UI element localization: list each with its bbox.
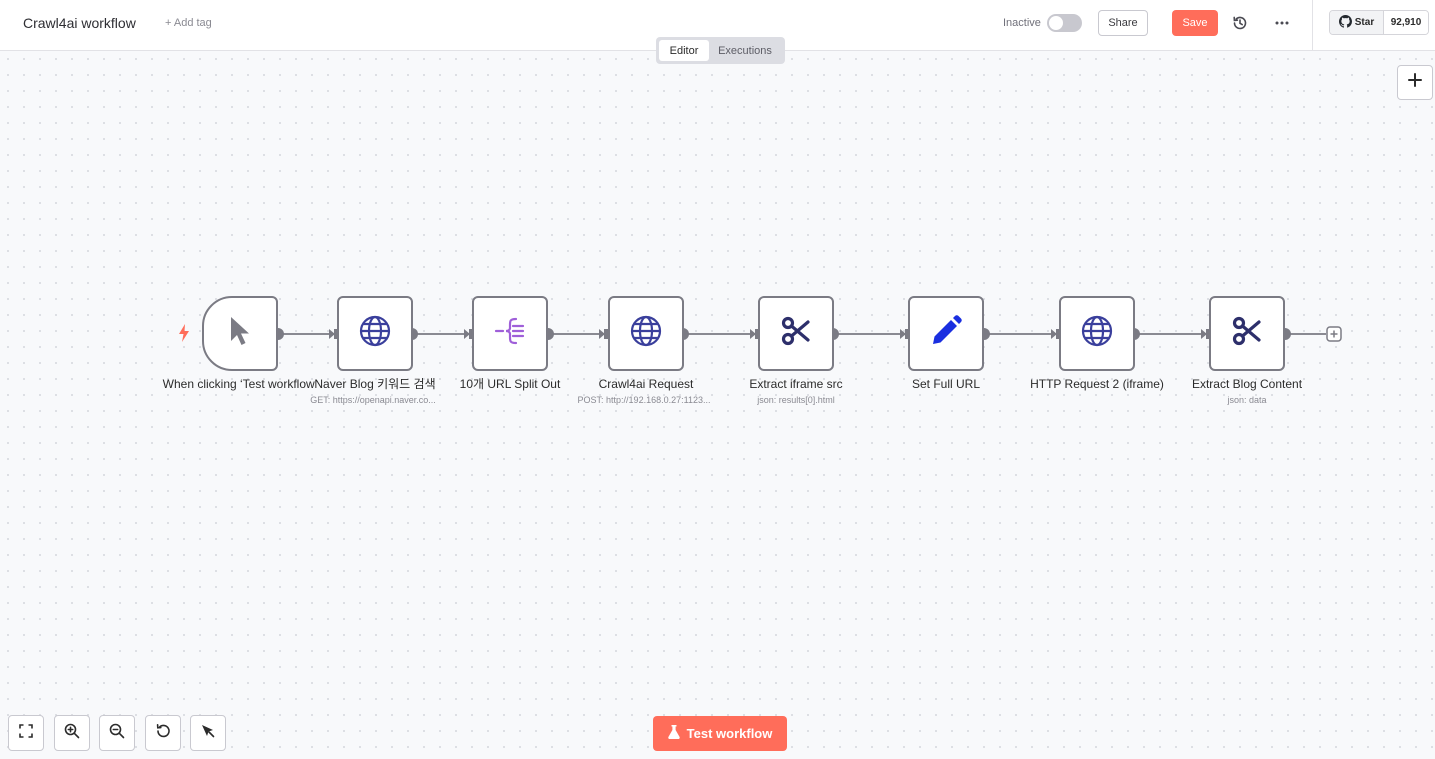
tab-editor[interactable]: Editor <box>659 40 709 61</box>
node-label: 10개 URL Split Out <box>459 377 561 391</box>
zoom-in-button[interactable] <box>54 715 90 751</box>
github-star-label: Star <box>1354 17 1375 28</box>
github-star-count: 92,910 <box>1384 11 1428 34</box>
zoom-out-icon <box>109 723 125 744</box>
node-manual-trigger[interactable] <box>202 296 278 371</box>
github-icon <box>1338 14 1352 31</box>
scissors-icon <box>1232 316 1262 351</box>
save-button[interactable]: Save <box>1172 10 1218 36</box>
cursor-icon <box>227 315 253 352</box>
globe-icon <box>1081 315 1113 352</box>
plus-icon <box>1408 73 1422 92</box>
node-label: Extract iframe src <box>749 377 843 391</box>
workflow-status-label: Inactive <box>1003 17 1041 29</box>
node-subtitle: POST: http://192.168.0.27:1123... <box>577 395 711 405</box>
globe-icon <box>359 315 391 352</box>
node-split-out[interactable] <box>472 296 548 371</box>
header-divider <box>1312 0 1313 51</box>
reset-zoom-button[interactable] <box>145 715 181 751</box>
node-label: Crawl4ai Request <box>598 377 694 391</box>
active-toggle[interactable] <box>1047 14 1082 32</box>
node-label: Extract Blog Content <box>1191 377 1303 391</box>
node-set-full-url[interactable] <box>908 296 984 371</box>
more-options-icon[interactable] <box>1271 12 1293 34</box>
node-subtitle: json: results[0].html <box>757 395 835 405</box>
view-tabs: Editor Executions <box>656 37 785 64</box>
pointer-icon <box>200 723 216 744</box>
scissors-icon <box>781 316 811 351</box>
node-naver-blog-search[interactable] <box>337 296 413 371</box>
node-subtitle: json: data <box>1227 395 1267 405</box>
node-label: Naver Blog 키워드 검색 <box>314 377 436 391</box>
pencil-icon <box>930 315 962 352</box>
globe-icon <box>630 315 662 352</box>
add-node-button[interactable] <box>1397 65 1433 100</box>
node-crawl4ai-request[interactable] <box>608 296 684 371</box>
tidy-up-button[interactable] <box>190 715 226 751</box>
node-http-request-2[interactable] <box>1059 296 1135 371</box>
node-label: Set Full URL <box>911 377 981 391</box>
node-label: When clicking ‘Test workflow’ <box>162 377 318 391</box>
github-star-button[interactable]: Star 92,910 <box>1329 10 1429 35</box>
undo-icon <box>155 723 171 744</box>
test-workflow-button[interactable]: Test workflow <box>653 716 787 751</box>
tab-executions[interactable]: Executions <box>718 44 772 57</box>
test-workflow-label: Test workflow <box>686 726 773 741</box>
node-extract-iframe-src[interactable] <box>758 296 834 371</box>
flask-icon <box>667 725 680 742</box>
workflow-title[interactable]: Crawl4ai workflow <box>23 15 136 31</box>
node-subtitle: GET: https://openapi.naver.co... <box>310 395 436 405</box>
toggle-knob <box>1049 16 1063 30</box>
workflow-canvas[interactable] <box>0 51 1435 759</box>
node-label: HTTP Request 2 (iframe) <box>1030 377 1164 391</box>
split-out-icon <box>494 316 526 351</box>
trigger-bolt-icon <box>178 324 190 347</box>
zoom-to-fit-button[interactable] <box>8 715 44 751</box>
share-button[interactable]: Share <box>1098 10 1148 36</box>
zoom-in-icon <box>64 723 80 744</box>
history-icon[interactable] <box>1229 12 1251 34</box>
zoom-out-button[interactable] <box>99 715 135 751</box>
fit-view-icon <box>19 723 33 743</box>
node-extract-blog-content[interactable] <box>1209 296 1285 371</box>
add-tag-button[interactable]: + Add tag <box>165 17 212 29</box>
